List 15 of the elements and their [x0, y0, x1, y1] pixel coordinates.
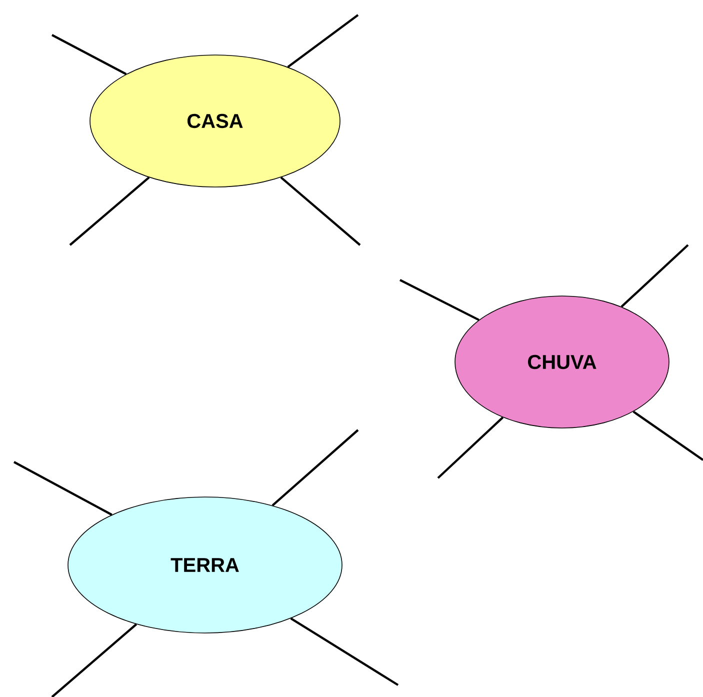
line	[272, 429, 359, 506]
line	[620, 244, 689, 308]
line	[400, 279, 480, 321]
line	[437, 416, 504, 479]
line	[632, 410, 703, 461]
line	[13, 461, 112, 516]
line	[51, 623, 138, 697]
line	[69, 176, 150, 246]
line	[290, 617, 399, 686]
ellipse-node: TERRA	[68, 496, 342, 634]
line	[287, 14, 359, 68]
line	[280, 176, 361, 246]
ellipse-node: CASA	[90, 54, 340, 188]
ellipse-node: CHUVA	[454, 296, 670, 428]
line	[51, 34, 127, 76]
